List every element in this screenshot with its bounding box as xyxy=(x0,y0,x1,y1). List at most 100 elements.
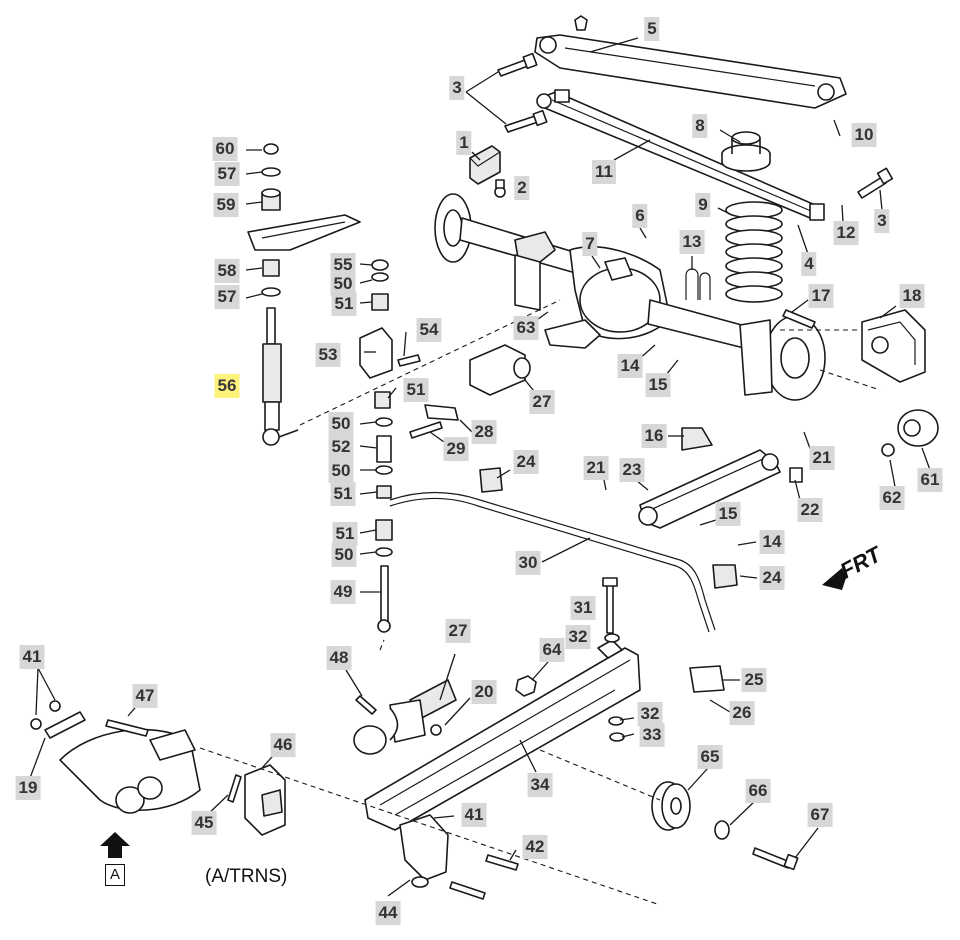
callout-64: 64 xyxy=(539,638,565,662)
callout-19: 19 xyxy=(15,776,41,800)
callout-44: 44 xyxy=(375,901,401,925)
callout-51: 51 xyxy=(331,292,357,316)
callout-30: 30 xyxy=(515,551,541,575)
bracket-1 xyxy=(469,145,501,185)
bolt-42 xyxy=(485,854,519,871)
brake-caliper xyxy=(861,309,926,383)
callout-4: 4 xyxy=(801,252,817,276)
callout-12: 12 xyxy=(833,221,859,245)
callout-65: 65 xyxy=(697,745,723,769)
callout-14-lower: 14 xyxy=(759,530,785,554)
callout-41: 41 xyxy=(19,645,45,669)
lower-control-arm xyxy=(638,449,803,529)
coil-spring xyxy=(725,201,783,303)
callout-42: 42 xyxy=(522,835,548,859)
callout-66: 66 xyxy=(745,779,771,803)
callout-26: 26 xyxy=(729,701,755,725)
view-a-box: A xyxy=(105,864,125,886)
callout-17: 17 xyxy=(808,284,834,308)
callout-6: 6 xyxy=(632,204,648,228)
callout-15-lower: 15 xyxy=(715,502,741,526)
callout-57-lower: 57 xyxy=(214,285,240,309)
bolt-31 xyxy=(602,577,618,634)
callout-50-b: 50 xyxy=(328,412,354,436)
callout-34: 34 xyxy=(527,773,553,797)
callout-7: 7 xyxy=(582,232,598,256)
callout-51-c: 51 xyxy=(330,482,356,506)
bushing-61 xyxy=(897,409,939,447)
callout-10: 10 xyxy=(851,123,877,147)
callout-3-right: 3 xyxy=(874,209,890,233)
bracket-19 xyxy=(30,700,86,739)
spring-insulator xyxy=(721,131,771,172)
callout-28: 28 xyxy=(471,420,497,444)
bolt-17 xyxy=(782,309,816,329)
upper-control-arm xyxy=(534,15,847,109)
rear-axle-assembly xyxy=(434,193,761,353)
callout-46: 46 xyxy=(270,733,296,757)
callout-52: 52 xyxy=(328,435,354,459)
transmission-mount xyxy=(59,728,201,814)
bracket-28 xyxy=(424,404,459,421)
callout-57: 57 xyxy=(214,162,240,186)
callout-2: 2 xyxy=(514,176,530,200)
alignment-lines xyxy=(199,299,881,906)
stabilizer-link-stack xyxy=(359,259,393,633)
callout-5: 5 xyxy=(644,17,660,41)
washer-66 xyxy=(714,820,730,840)
bushing-65 xyxy=(651,781,691,831)
callout-8: 8 xyxy=(692,114,708,138)
callout-25: 25 xyxy=(741,668,767,692)
callout-27: 27 xyxy=(529,390,555,414)
clamp-16 xyxy=(681,427,713,451)
callout-31: 31 xyxy=(570,596,596,620)
bolt-67 xyxy=(752,847,799,871)
callout-51-d: 51 xyxy=(332,522,358,546)
bolt-45 xyxy=(227,774,242,803)
callout-24-right: 24 xyxy=(759,566,785,590)
front-arrow xyxy=(822,568,846,590)
callout-41-lower: 41 xyxy=(461,803,487,827)
callout-29: 29 xyxy=(443,437,469,461)
callout-16: 16 xyxy=(641,424,667,448)
callout-21: 21 xyxy=(583,456,609,480)
u-bolt xyxy=(685,268,711,300)
callout-23: 23 xyxy=(619,458,645,482)
nut-64 xyxy=(515,675,537,697)
callout-14: 14 xyxy=(617,354,643,378)
bolt-44b xyxy=(449,881,486,900)
bracket-24 xyxy=(479,467,738,589)
callout-60: 60 xyxy=(212,137,238,161)
bolt-47 xyxy=(105,719,149,737)
callout-45: 45 xyxy=(191,811,217,835)
brake-rotor xyxy=(739,315,826,401)
callout-56-highlighted: 56 xyxy=(214,374,240,398)
transmission-note: (A/TRNS) xyxy=(205,866,288,887)
shock-absorber xyxy=(262,307,299,446)
bolt-3-lower xyxy=(504,109,548,133)
shock-washers xyxy=(261,143,281,297)
nuts-32-33 xyxy=(604,633,625,742)
callout-22: 22 xyxy=(797,498,823,522)
bolt-54 xyxy=(397,354,421,367)
nut-62 xyxy=(881,443,895,457)
bolt-3-right xyxy=(857,167,894,199)
callout-67: 67 xyxy=(807,803,833,827)
callout-3: 3 xyxy=(449,76,465,100)
shock-upper-mount xyxy=(247,214,361,251)
bracket-25 xyxy=(689,665,725,693)
bracket-44 xyxy=(399,814,449,888)
callout-32: 32 xyxy=(565,625,591,649)
lower-link xyxy=(536,89,825,221)
callout-24: 24 xyxy=(513,450,539,474)
bolt-29 xyxy=(409,421,443,439)
stabilizer-bar xyxy=(389,491,716,633)
bolt-2 xyxy=(494,179,506,198)
callout-51-b: 51 xyxy=(403,378,429,402)
bracket-46 xyxy=(244,764,286,836)
view-arrow-up xyxy=(100,832,130,858)
bolt-48 xyxy=(355,695,377,715)
callout-13: 13 xyxy=(679,230,705,254)
